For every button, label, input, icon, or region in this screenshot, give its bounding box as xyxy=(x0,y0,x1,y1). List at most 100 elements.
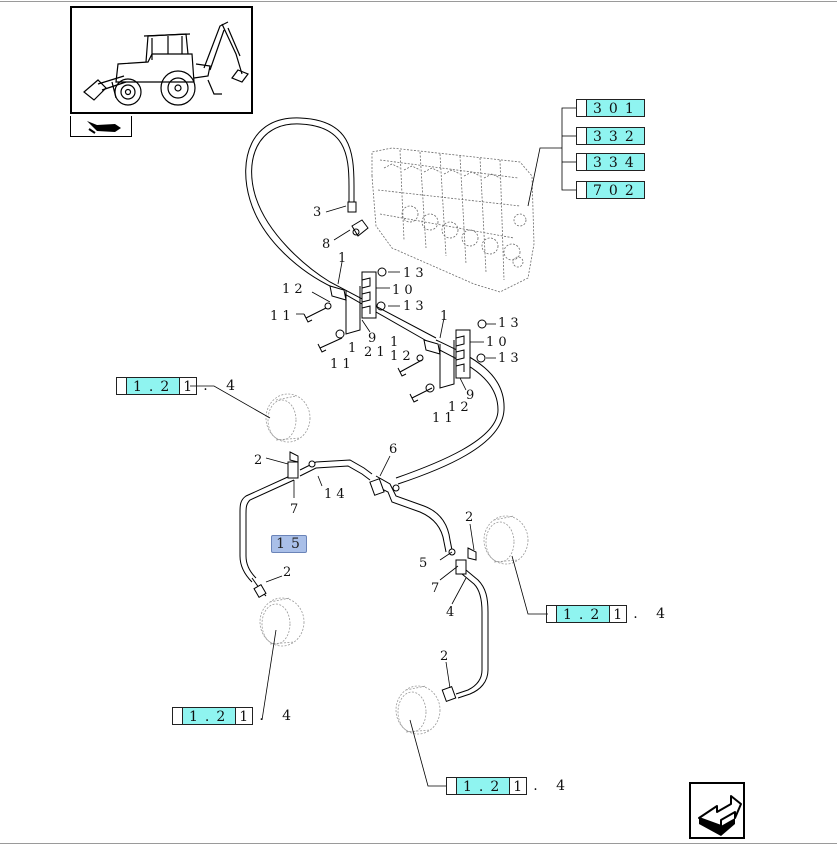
callout-13b[interactable]: 1 3 xyxy=(403,299,424,314)
ref-code: 702 xyxy=(586,181,645,199)
ref-code: 1.2 xyxy=(556,605,611,623)
ref-code: 1.2 xyxy=(182,707,237,725)
callout-12c[interactable]: 1 2 xyxy=(448,400,469,415)
callout-1b-text: 1 xyxy=(440,309,448,324)
ref-code: 1.2 xyxy=(126,377,181,395)
callout-13b-text: 1 3 xyxy=(403,299,424,314)
callout-11c[interactable]: 1 1 xyxy=(432,411,453,426)
callout-4-text: 4 xyxy=(446,605,454,620)
callout-13d[interactable]: 1 3 xyxy=(498,351,519,366)
callout-10a[interactable]: 1 0 xyxy=(392,283,413,298)
callout-13a-text: 1 3 xyxy=(403,266,424,281)
callout-6[interactable]: 6 xyxy=(389,442,397,457)
ref-bottom-left[interactable]: 1.2 1 . 4 xyxy=(172,706,298,726)
callout-2c[interactable]: 2 xyxy=(283,565,291,580)
callout-5-text: 5 xyxy=(419,556,427,571)
ref-suffix: . 4 xyxy=(203,378,242,394)
callout-11a[interactable]: 1 1 xyxy=(270,309,291,324)
callout-2d[interactable]: 2 xyxy=(440,649,448,664)
callout-9a-text: 9 xyxy=(368,331,376,346)
ref-right[interactable]: 1.2 1 . 4 xyxy=(546,604,672,624)
ref-code-332[interactable]: 332 xyxy=(576,126,645,146)
callout-5[interactable]: 5 xyxy=(419,556,427,571)
ref-lead-box xyxy=(172,707,182,725)
ref-code: 301 xyxy=(586,99,645,117)
control-valve-block xyxy=(371,147,535,293)
next-page-button[interactable] xyxy=(689,782,745,839)
wheel-motor-left-top xyxy=(265,393,311,443)
frame-top-line xyxy=(0,1,837,2)
callout-2c-text: 2 xyxy=(283,565,291,580)
ref-tail: 1 xyxy=(610,605,628,623)
callout-11a-text: 1 1 xyxy=(270,309,291,324)
ref-code-334[interactable]: 334 xyxy=(576,152,645,172)
callout-1d-text: 1 xyxy=(390,335,398,350)
pipe-cross xyxy=(287,451,373,481)
wheel-motor-left-bottom xyxy=(259,597,305,647)
callout-21[interactable]: 2 1 xyxy=(364,345,385,360)
ref-bottom[interactable]: 1.2 1 . 4 xyxy=(446,776,572,796)
callout-13c[interactable]: 1 3 xyxy=(498,316,519,331)
wheel-motor-right xyxy=(483,515,529,565)
callout-11c-text: 1 1 xyxy=(432,411,453,426)
callout-12b-text: 1 2 xyxy=(390,349,411,364)
callout-13c-text: 1 3 xyxy=(498,316,519,331)
callout-12a-text: 1 2 xyxy=(282,282,303,297)
ref-suffix: . 4 xyxy=(259,708,298,724)
callout-2a[interactable]: 2 xyxy=(254,453,262,468)
next-page-icon xyxy=(698,795,742,836)
callout-9b[interactable]: 9 xyxy=(466,388,474,403)
callout-7a[interactable]: 7 xyxy=(290,502,298,517)
callout-9b-text: 9 xyxy=(466,388,474,403)
ref-code: 1.2 xyxy=(456,777,511,795)
callout-1c[interactable]: 1 xyxy=(348,341,356,356)
callout-4[interactable]: 4 xyxy=(446,605,454,620)
ref-code-702[interactable]: 702 xyxy=(576,180,645,200)
callout-1d[interactable]: 1 xyxy=(390,335,398,350)
ref-lead-box xyxy=(576,99,586,117)
ref-suffix: . 4 xyxy=(533,778,572,794)
wheel-motor-bottom xyxy=(395,685,441,735)
callout-11b[interactable]: 1 1 xyxy=(330,357,351,372)
ref-lead-box xyxy=(446,777,456,795)
ref-code: 334 xyxy=(586,153,645,171)
callout-13d-text: 1 3 xyxy=(498,351,519,366)
callout-14-text: 1 4 xyxy=(324,487,345,502)
callout-2a-text: 2 xyxy=(254,453,262,468)
callout-8[interactable]: 8 xyxy=(322,237,330,252)
callout-10b[interactable]: 1 0 xyxy=(486,335,507,350)
callout-7b[interactable]: 7 xyxy=(431,581,439,596)
machine-thumbnail[interactable] xyxy=(70,6,253,114)
ref-code-301[interactable]: 301 xyxy=(576,98,645,118)
callout-14[interactable]: 1 4 xyxy=(324,487,345,502)
clamp-group-upper xyxy=(303,267,387,353)
pipe-right xyxy=(369,475,477,575)
frame-bottom-line xyxy=(0,843,837,844)
ref-lead-box xyxy=(546,605,556,623)
callout-1b[interactable]: 1 xyxy=(440,309,448,324)
callout-12a[interactable]: 1 2 xyxy=(282,282,303,297)
callout-9a[interactable]: 9 xyxy=(368,331,376,346)
thumbnail-back-tab[interactable] xyxy=(70,116,132,137)
clamp-group-lower xyxy=(397,319,487,403)
callout-1a[interactable]: 1 xyxy=(338,251,346,266)
callout-3[interactable]: 3 xyxy=(313,205,321,220)
ref-suffix: . 4 xyxy=(633,606,672,622)
callout-2b-text: 2 xyxy=(465,510,473,525)
highlighted-part-15[interactable]: 15 xyxy=(271,535,307,553)
ref-left[interactable]: 1.2 1 . 4 xyxy=(116,376,242,396)
ref-lead-box xyxy=(576,153,586,171)
callout-2b[interactable]: 2 xyxy=(465,510,473,525)
pipe-left xyxy=(239,475,295,599)
callout-1a-text: 1 xyxy=(338,251,346,266)
ref-lead-box xyxy=(116,377,126,395)
ref-lead-box xyxy=(576,181,586,199)
ref-lead-box xyxy=(576,127,586,145)
callout-12b[interactable]: 1 2 xyxy=(390,349,411,364)
callout-1c-text: 1 xyxy=(348,341,356,356)
callout-7b-text: 7 xyxy=(431,581,439,596)
ref-tail: 1 xyxy=(510,777,528,795)
ref-code: 332 xyxy=(586,127,645,145)
callout-13a[interactable]: 1 3 xyxy=(403,266,424,281)
